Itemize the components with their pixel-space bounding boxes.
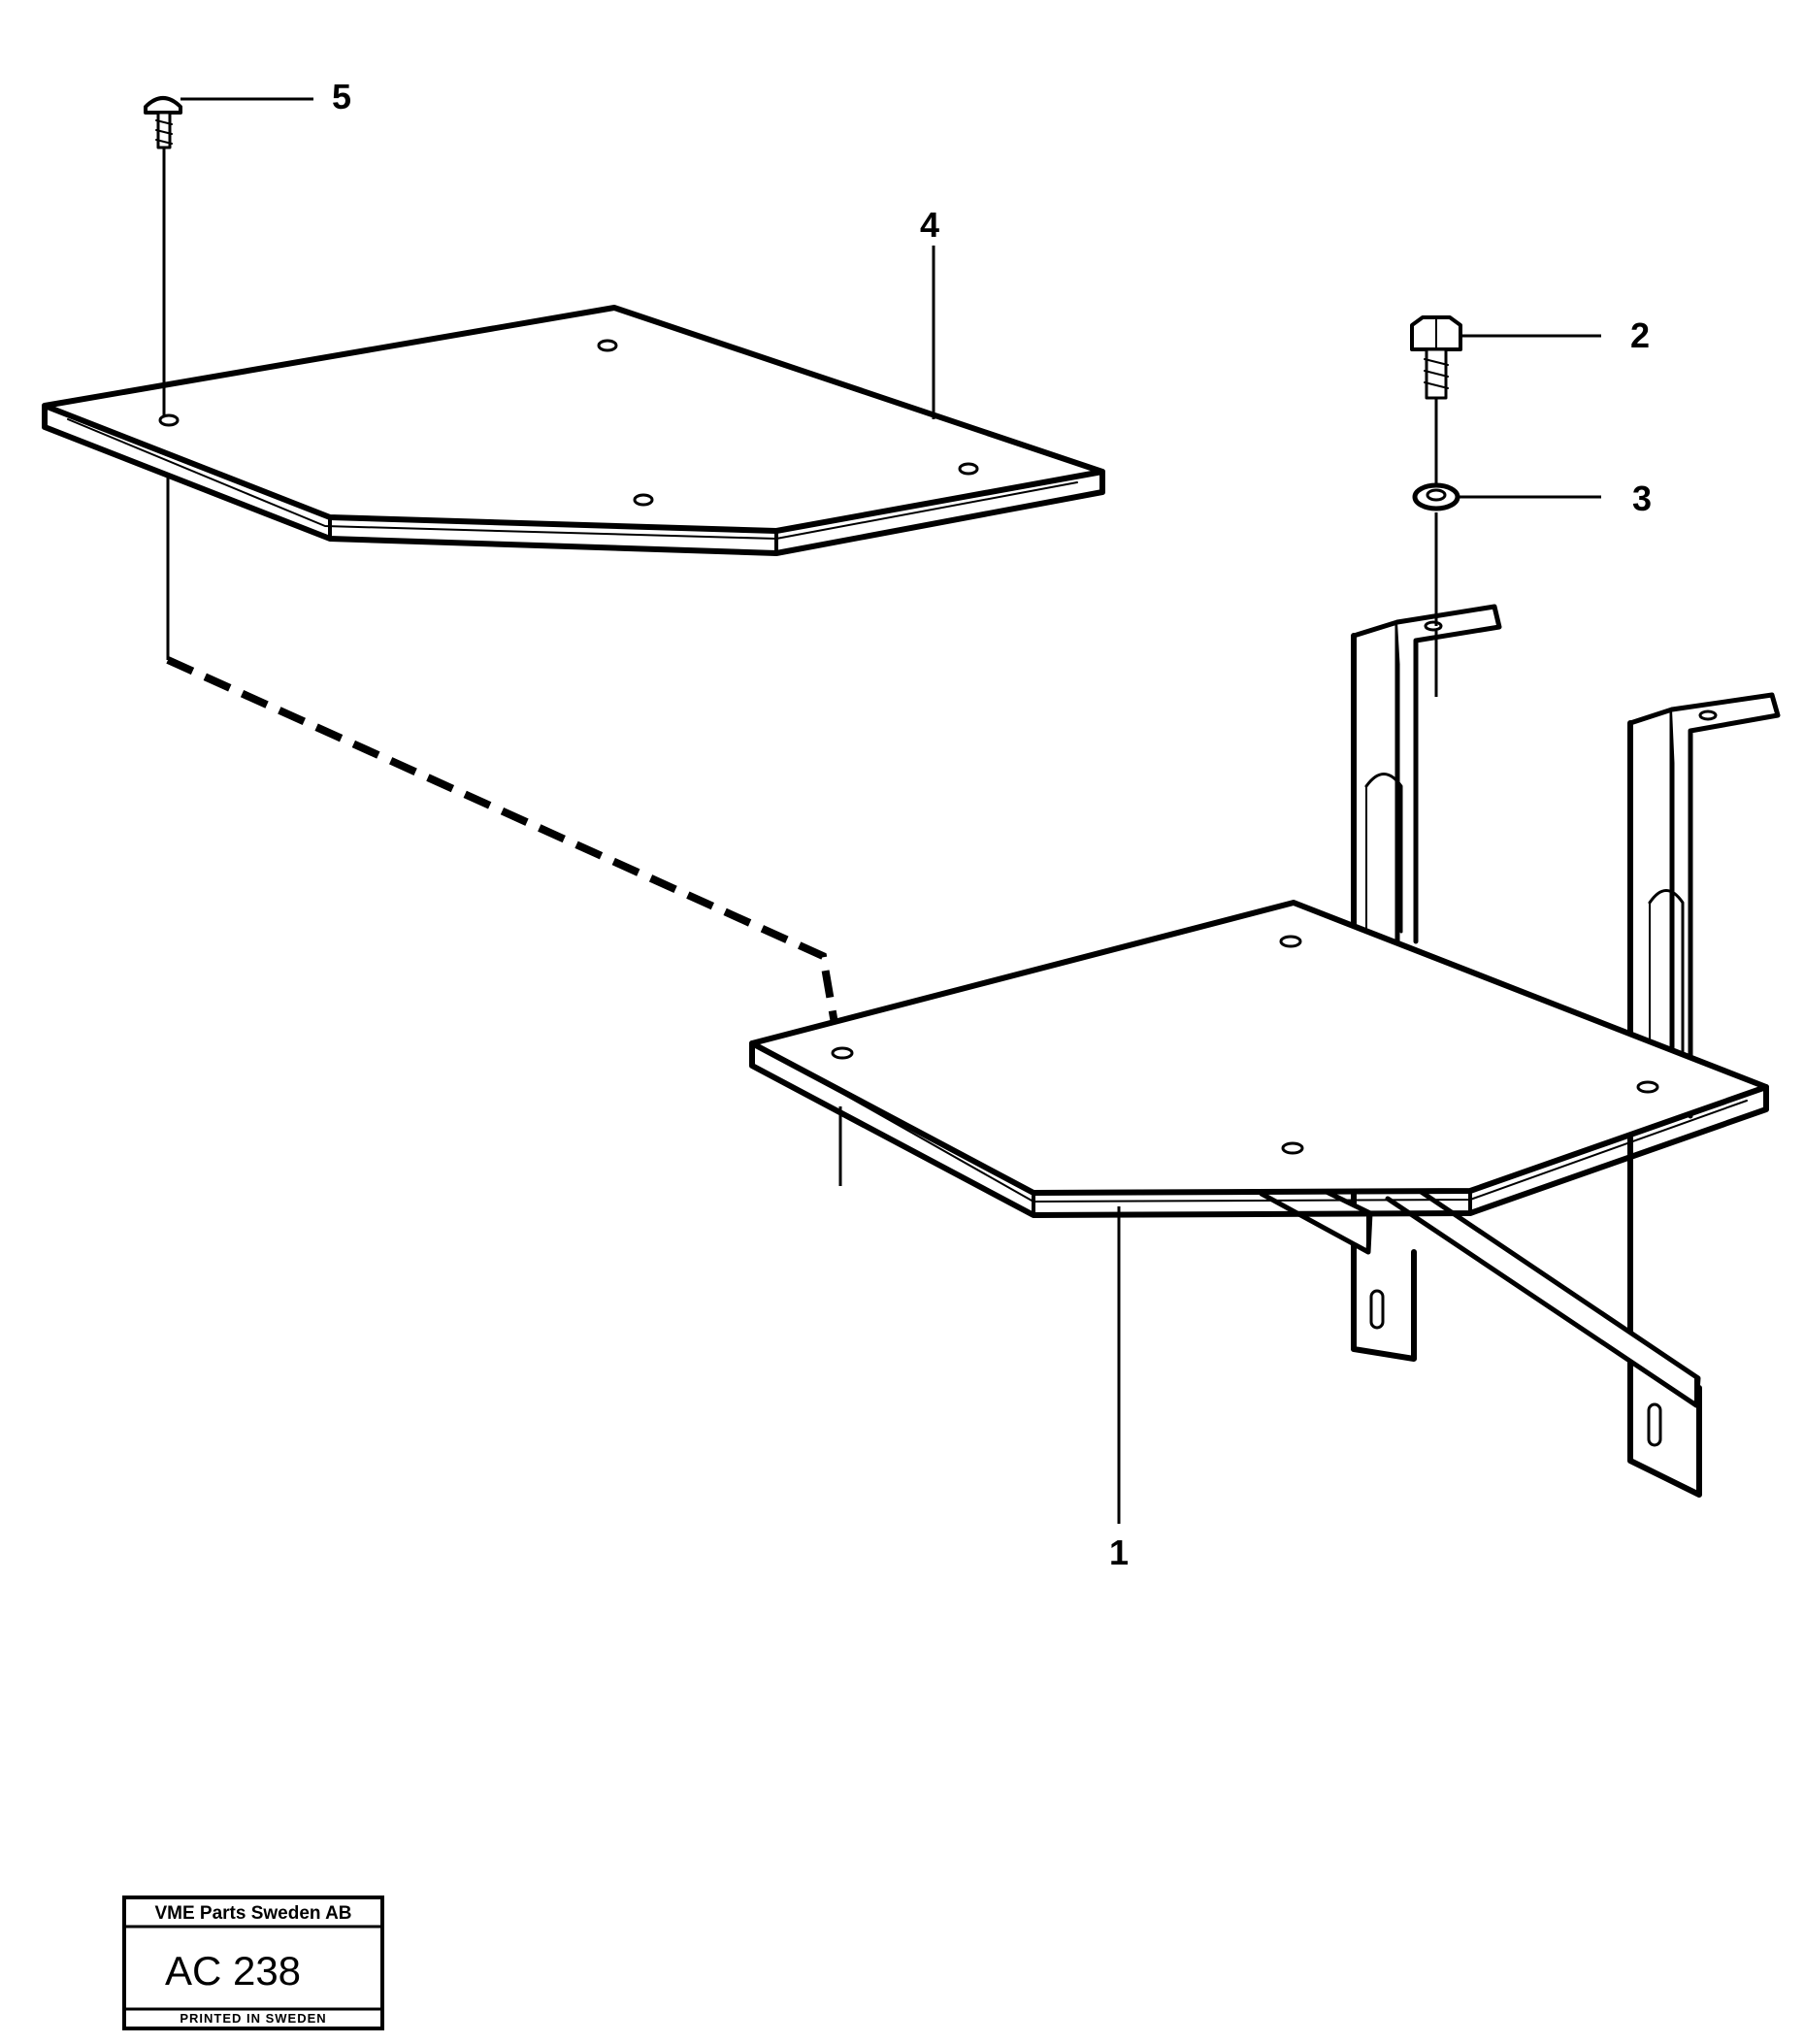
stamp-drawing-code: AC 238 bbox=[165, 1948, 301, 1994]
washer-part-3 bbox=[1412, 482, 1460, 511]
callout-3: 3 bbox=[1632, 478, 1652, 518]
screw-part-5 bbox=[144, 96, 182, 149]
stamp-company-name: VME Parts Sweden AB bbox=[154, 1903, 351, 1924]
leader-lines bbox=[180, 97, 1601, 1524]
bolt-part-2 bbox=[1410, 315, 1462, 400]
dashed-assembly-line bbox=[166, 656, 841, 1041]
parts-stamp: VME Parts Sweden AB AC 238 PRINTED IN SW… bbox=[122, 1896, 384, 2030]
callout-4: 4 bbox=[920, 205, 939, 245]
callout-1: 1 bbox=[1109, 1533, 1129, 1572]
callout-5: 5 bbox=[332, 77, 351, 116]
callout-2: 2 bbox=[1630, 315, 1650, 355]
stamp-printed-in: PRINTED IN SWEDEN bbox=[180, 2011, 326, 2026]
cover-plate-part-4 bbox=[42, 305, 1105, 556]
bracket-part-1 bbox=[749, 604, 1781, 1498]
